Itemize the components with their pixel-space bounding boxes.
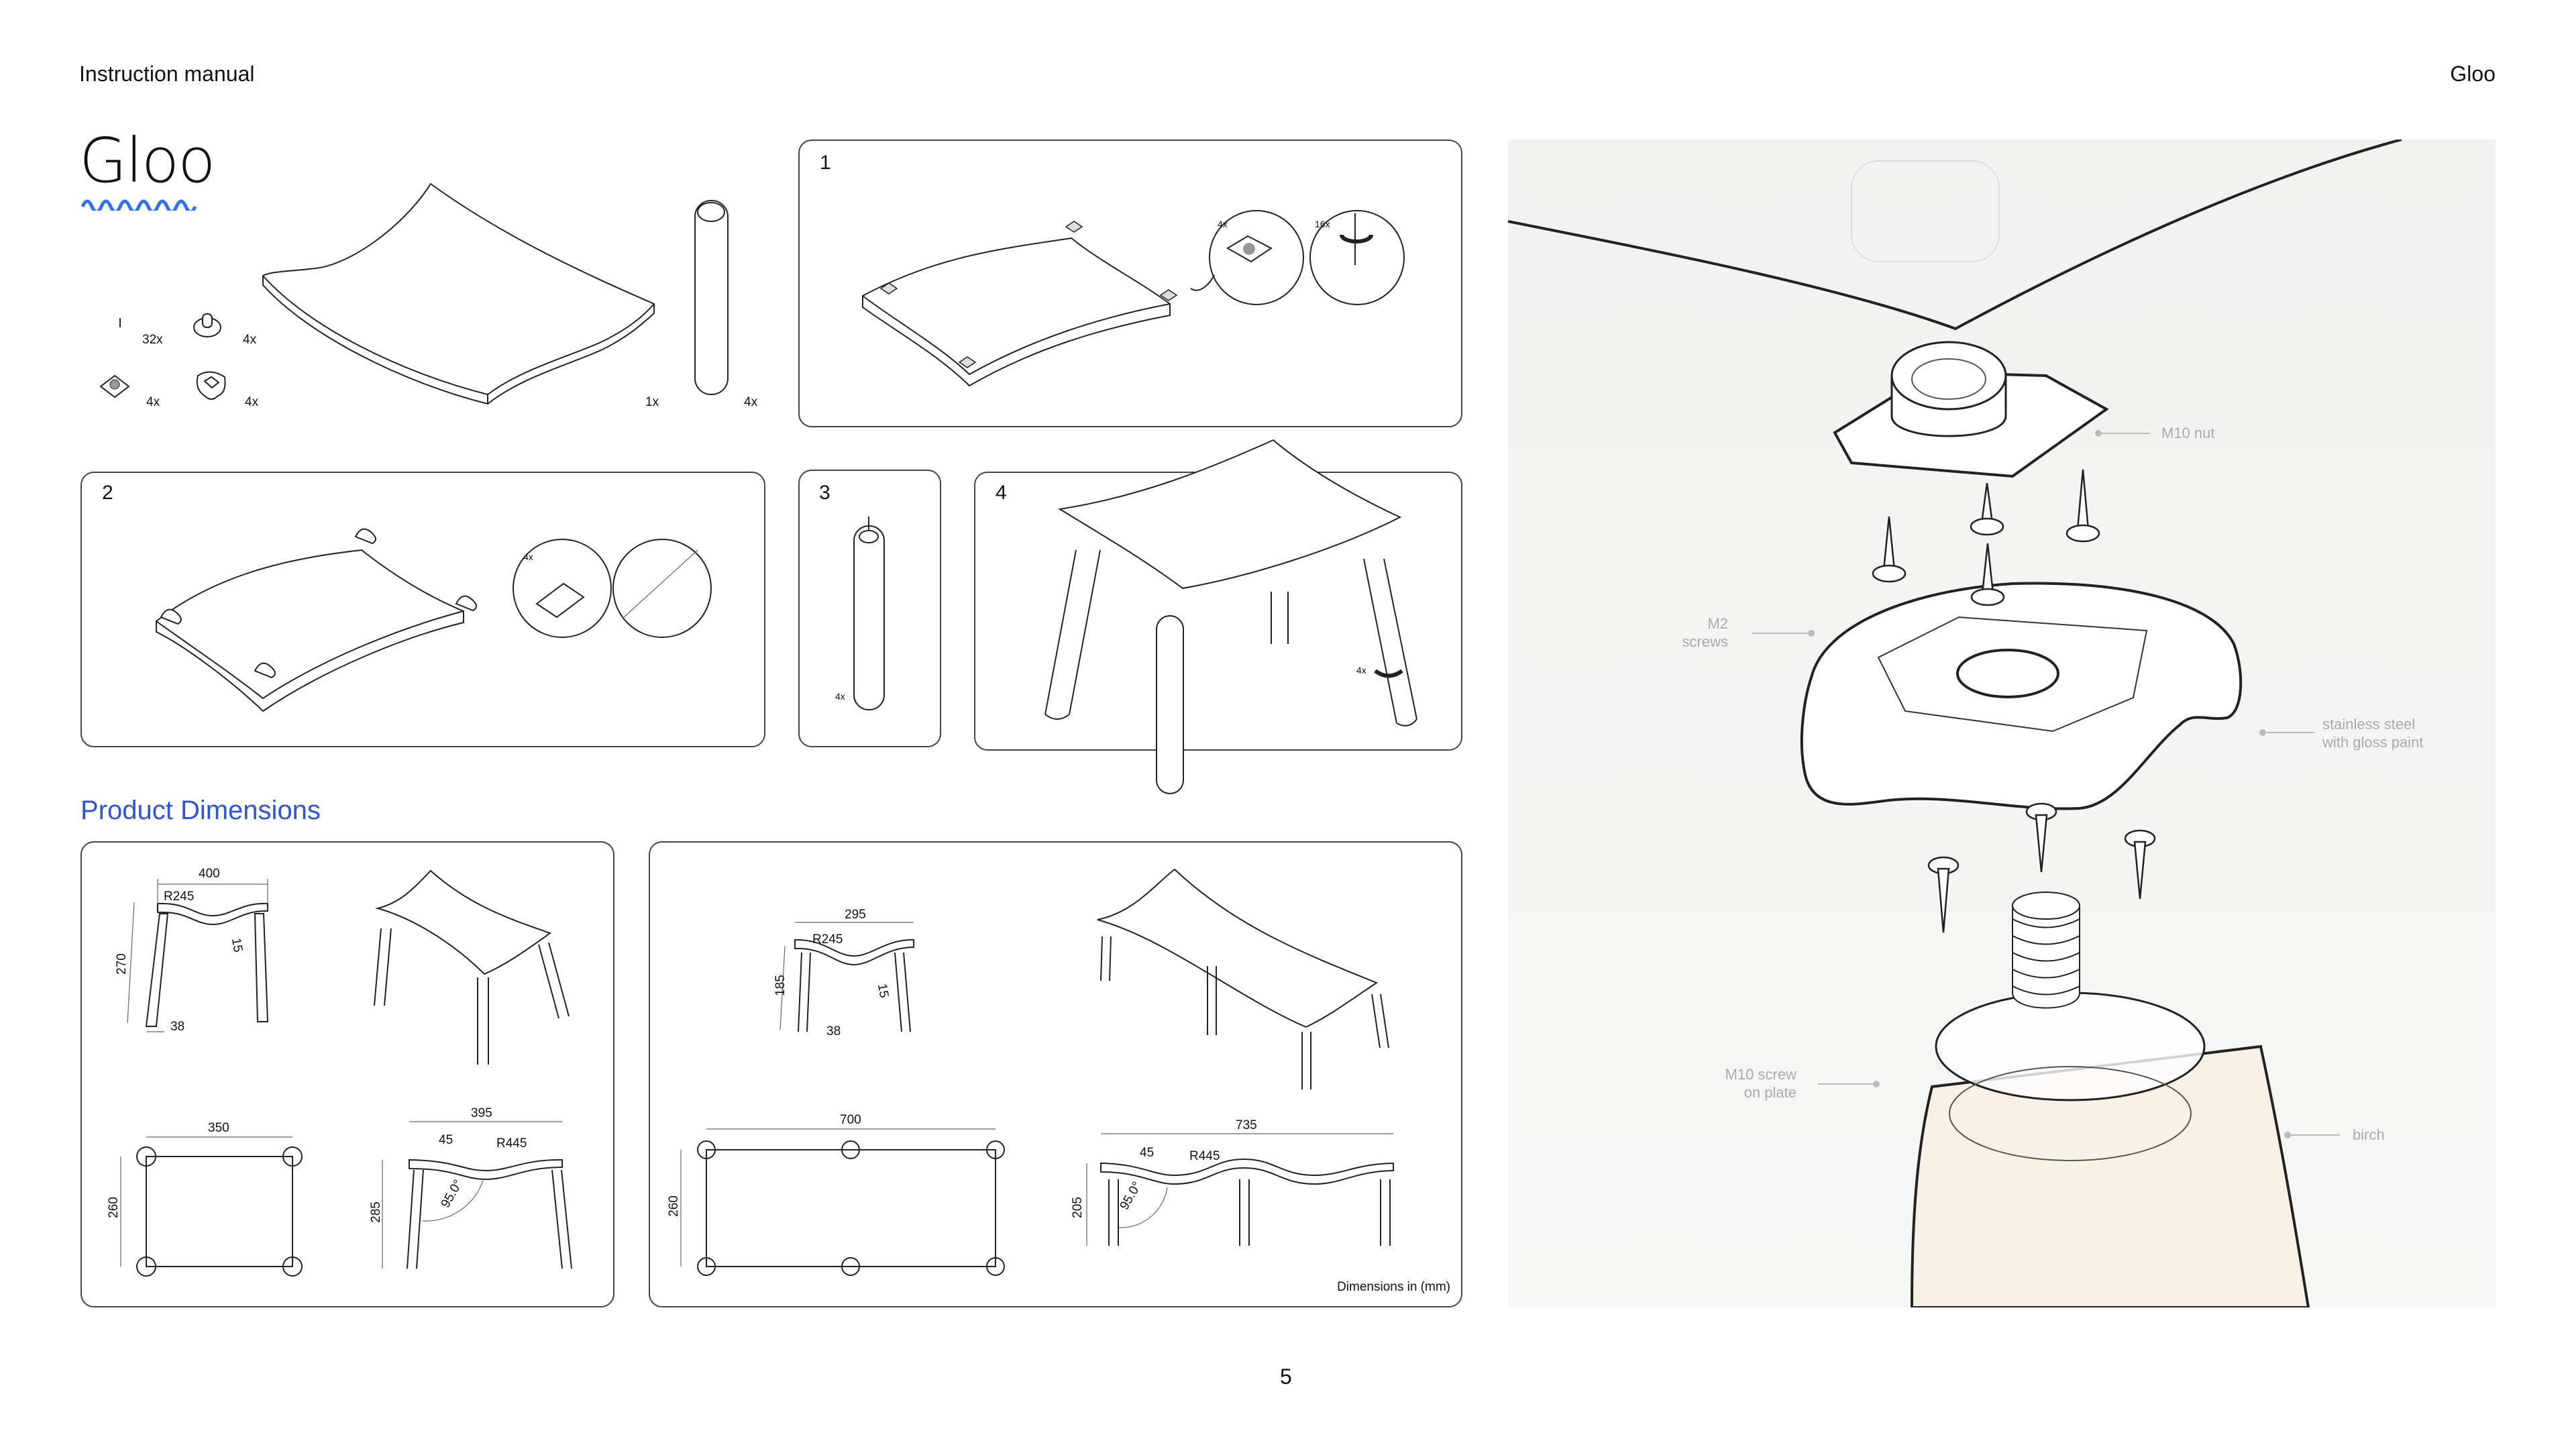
m2-screws-label: M2 screws [1682, 615, 1728, 650]
bench-radius-dimension: R245 [812, 932, 843, 947]
stool-leg-dimension: 38 [170, 1020, 185, 1034]
stool-thickness-dimension: 15 [228, 936, 246, 954]
stool-side-radius-dimension: R445 [496, 1136, 527, 1150]
bench-top-width-dimension: 700 [840, 1113, 861, 1127]
step-1-panel [798, 140, 1462, 427]
stool-height-dimension: 270 [114, 953, 129, 975]
birch-label: birch [2353, 1126, 2385, 1143]
m2-screw-drawings [1872, 469, 2156, 933]
step-1-callout-count: 16x [1315, 219, 1330, 229]
parts-count-screws: 32x [142, 333, 163, 347]
cap-part-drawing [196, 371, 226, 400]
stool-top-width-dimension: 350 [208, 1121, 229, 1135]
wave-underline-icon [80, 199, 197, 211]
step-1-callout-count: 4x [1218, 219, 1228, 229]
stool-radius-dimension: R245 [164, 890, 195, 904]
plate-part-drawing [99, 374, 130, 398]
step-3-panel [798, 470, 941, 747]
step-1-number: 1 [820, 152, 831, 174]
bench-side-height-dimension: 205 [1070, 1197, 1085, 1218]
bench-height-dimension: 185 [773, 975, 788, 996]
m10-nut-label: M10 nut [2161, 425, 2215, 441]
product-dimensions-heading: Product Dimensions [80, 796, 321, 825]
stool-side-height-dimension: 285 [368, 1201, 383, 1223]
nut-part-drawing [193, 313, 221, 337]
step-4-panel [974, 472, 1462, 751]
stool-side-width-dimension: 395 [471, 1106, 492, 1120]
bench-thickness-dimension: 15 [874, 982, 892, 1000]
bench-side-radius-dimension: R445 [1189, 1149, 1220, 1163]
parts-count-caps: 4x [245, 395, 259, 409]
birch-leg-drawing [1910, 1044, 2310, 1307]
cap-hole [1956, 649, 2059, 698]
step-3-callout-count: 4x [835, 691, 845, 702]
step-2-panel [80, 472, 765, 747]
stool-width-dimension: 400 [199, 867, 220, 881]
seat-edge-line [1508, 140, 2402, 331]
step-2-number: 2 [102, 482, 113, 504]
leg-tube-drawing [694, 200, 729, 395]
parts-count-legs: 4x [744, 395, 758, 409]
bench-depth-dimension: 260 [666, 1195, 681, 1217]
bench-dimensions-panel [649, 841, 1462, 1307]
exploded-view-illustration [1508, 140, 2496, 1307]
stool-dimensions-panel [80, 841, 614, 1307]
stool-inset-dimension: 45 [439, 1133, 453, 1147]
step-2-callout-count: 4x [523, 551, 533, 562]
step-4-callout-count: 4x [1356, 665, 1366, 676]
bench-side-width-dimension: 735 [1236, 1118, 1257, 1132]
product-title: Gloo [79, 125, 215, 197]
stool-depth-dimension: 260 [106, 1197, 121, 1218]
label-leader-lines [1752, 430, 2340, 1138]
stainless-steel-label: stainless steel with gloss paint [2322, 716, 2424, 751]
bench-width-dimension: 295 [845, 908, 866, 922]
step-4-number: 4 [996, 482, 1007, 504]
parts-count-seat: 1x [645, 395, 659, 409]
parts-count-nuts: 4x [243, 333, 257, 347]
seat-board-drawing [262, 182, 655, 405]
step-3-number: 3 [819, 482, 830, 504]
page-number: 5 [1280, 1364, 1292, 1389]
ghost-nut-outline [1851, 160, 2000, 262]
dimensions-unit-note: Dimensions in (mm) [1337, 1280, 1450, 1294]
m10-screw-plate-label: M10 screw on plate [1725, 1066, 1796, 1101]
parts-count-plates: 4x [146, 395, 160, 409]
brand-header-label: Gloo [2450, 62, 2496, 86]
bench-inset-dimension: 45 [1140, 1146, 1155, 1160]
threaded-screw-drawing [2012, 892, 2080, 1009]
document-header-label: Instruction manual [79, 62, 255, 86]
bench-leg-dimension: 38 [826, 1024, 841, 1038]
